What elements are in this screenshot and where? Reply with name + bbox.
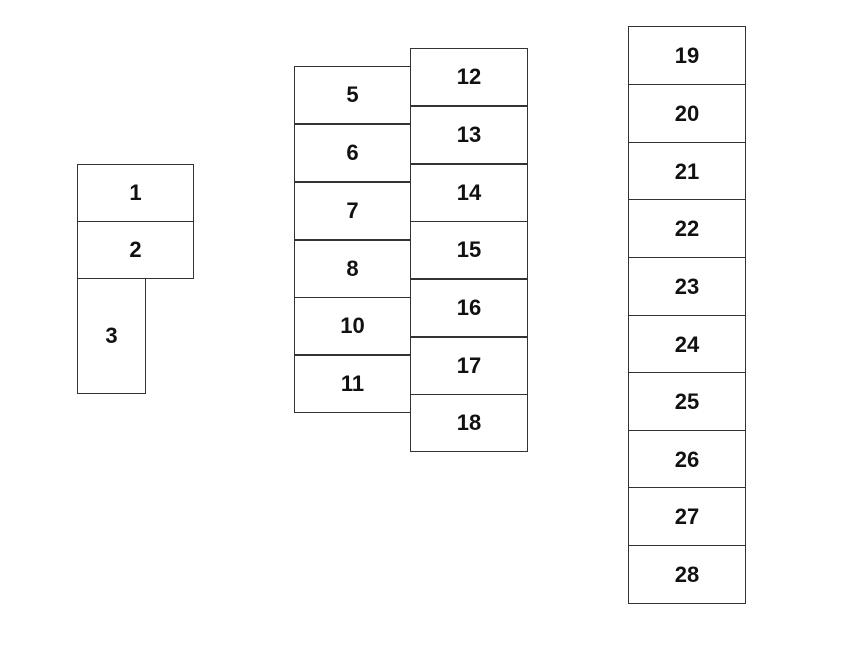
cell-label: 25: [674, 388, 700, 414]
cell-25: 25: [628, 372, 746, 431]
cell-label: 3: [105, 323, 118, 348]
cell-10: 10: [294, 297, 411, 355]
cell-label: 18: [456, 410, 482, 435]
cell-3: 3: [77, 278, 146, 394]
cell-label: 27: [674, 503, 700, 529]
cell-label: 12: [456, 64, 482, 89]
cell-label: 28: [674, 561, 700, 587]
cell-label: 20: [674, 100, 700, 126]
cell-label: 26: [674, 446, 700, 472]
cell-label: 14: [456, 180, 482, 205]
cell-label: 2: [129, 237, 142, 262]
cell-16: 16: [410, 279, 528, 337]
cell-18: 18: [410, 394, 528, 452]
cell-label: 21: [674, 158, 700, 184]
cell-19: 19: [628, 26, 746, 85]
cell-23: 23: [628, 257, 746, 316]
cell-label: 22: [674, 215, 700, 241]
cell-20: 20: [628, 84, 746, 143]
cell-24: 24: [628, 315, 746, 374]
cell-label: 16: [456, 295, 482, 320]
cell-22: 22: [628, 199, 746, 258]
cell-27: 27: [628, 487, 746, 546]
cell-label: 19: [674, 42, 700, 68]
cell-label: 1: [129, 180, 142, 205]
cell-label: 15: [456, 237, 482, 262]
cell-5: 5: [294, 66, 411, 124]
cell-7: 7: [294, 182, 411, 240]
cell-label: 10: [340, 313, 365, 338]
cell-8: 8: [294, 240, 411, 298]
cell-label: 7: [346, 198, 359, 223]
cell-label: 6: [346, 140, 359, 165]
cell-14: 14: [410, 164, 528, 222]
cell-label: 11: [340, 371, 365, 396]
cell-13: 13: [410, 106, 528, 164]
cell-label: 8: [346, 256, 359, 281]
cell-label: 13: [456, 122, 482, 147]
cell-26: 26: [628, 430, 746, 489]
cell-label: 24: [674, 331, 700, 357]
cell-17: 17: [410, 337, 528, 395]
cell-11: 11: [294, 355, 411, 413]
cell-21: 21: [628, 142, 746, 201]
cell-label: 17: [456, 353, 482, 378]
cell-label: 5: [346, 82, 359, 107]
cell-2: 2: [77, 221, 194, 279]
cell-15: 15: [410, 221, 528, 279]
cell-12: 12: [410, 48, 528, 106]
cell-1: 1: [77, 164, 194, 222]
cell-6: 6: [294, 124, 411, 182]
cell-label: 23: [674, 273, 700, 299]
cell-28: 28: [628, 545, 746, 604]
